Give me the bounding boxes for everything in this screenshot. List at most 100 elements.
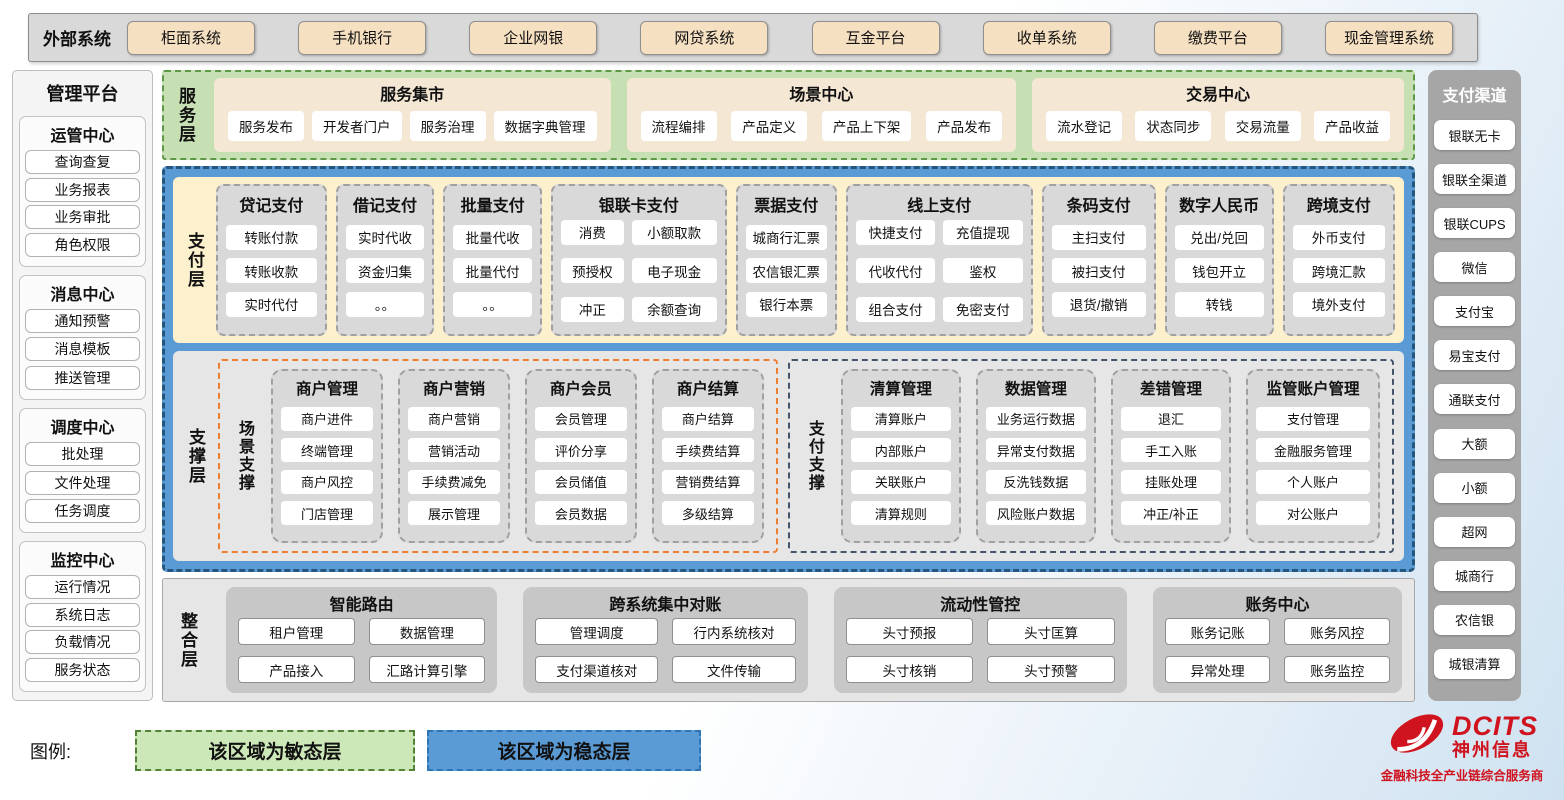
payment-channel-button[interactable]: 小额 [1434, 472, 1515, 503]
pay-item-button[interactable]: 农信银汇票 [745, 258, 827, 284]
service-item-button[interactable]: 产品定义 [731, 110, 808, 141]
pay-item-button[interactable]: 实时代收 [345, 224, 425, 250]
service-item-button[interactable]: 流水登记 [1046, 110, 1123, 141]
integration-item-button[interactable]: 账务监控 [1284, 656, 1391, 683]
management-item-button[interactable]: 业务报表 [25, 177, 140, 202]
support-item-button[interactable]: 商户风控 [281, 469, 373, 494]
support-item-button[interactable]: 终端管理 [281, 438, 373, 463]
management-item-button[interactable]: 运行情况 [25, 574, 140, 599]
support-item-button[interactable]: 评价分享 [534, 438, 627, 463]
management-item-button[interactable]: 消息模板 [25, 337, 140, 362]
support-item-button[interactable]: 手工入账 [1120, 438, 1221, 463]
external-system-button[interactable]: 柜面系统 [127, 20, 255, 55]
support-item-button[interactable]: 展示管理 [407, 501, 500, 526]
support-item-button[interactable]: 业务运行数据 [985, 406, 1086, 431]
support-item-button[interactable]: 会员储值 [534, 469, 627, 494]
support-item-button[interactable]: 会员管理 [534, 406, 627, 431]
pay-item-button[interactable]: 钱包开立 [1174, 258, 1264, 284]
integration-item-button[interactable]: 头寸匡算 [987, 618, 1115, 645]
pay-item-button[interactable]: 转钱 [1174, 291, 1264, 317]
management-item-button[interactable]: 推送管理 [25, 365, 140, 390]
service-item-button[interactable]: 状态同步 [1135, 110, 1212, 141]
external-system-button[interactable]: 收单系统 [982, 20, 1111, 55]
support-item-button[interactable]: 清算账户 [850, 406, 951, 431]
payment-channel-button[interactable]: 银联全渠道 [1434, 164, 1515, 195]
support-item-button[interactable]: 金融服务管理 [1255, 438, 1370, 463]
pay-item-button[interactable]: 资金归集 [345, 258, 425, 284]
support-item-button[interactable]: 手续费减免 [407, 469, 500, 494]
integration-item-button[interactable]: 账务记账 [1164, 618, 1271, 645]
pay-item-button[interactable]: 退货/撤销 [1051, 291, 1146, 317]
integration-item-button[interactable]: 产品接入 [238, 656, 355, 683]
pay-item-button[interactable]: 电子现金 [631, 258, 717, 284]
integration-item-button[interactable]: 头寸预报 [845, 618, 974, 645]
service-item-button[interactable]: 产品收益 [1313, 110, 1390, 141]
pay-item-button[interactable]: 小额取款 [631, 219, 717, 245]
pay-item-button[interactable]: 被扫支付 [1051, 258, 1146, 284]
integration-item-button[interactable]: 头寸预警 [987, 656, 1115, 683]
integration-item-button[interactable]: 账务风控 [1284, 618, 1391, 645]
service-item-button[interactable]: 流程编排 [640, 110, 717, 141]
management-item-button[interactable]: 系统日志 [25, 602, 140, 627]
service-item-button[interactable]: 产品上下架 [821, 110, 912, 141]
pay-item-button[interactable]: 免密支付 [943, 296, 1023, 322]
external-system-button[interactable]: 现金管理系统 [1324, 20, 1453, 55]
integration-item-button[interactable]: 数据管理 [368, 618, 486, 645]
payment-channel-button[interactable]: 易宝支付 [1434, 340, 1515, 371]
support-item-button[interactable]: 退汇 [1120, 406, 1221, 431]
pay-item-button[interactable]: 外币支付 [1292, 224, 1385, 250]
management-item-button[interactable]: 业务审批 [25, 205, 140, 230]
support-item-button[interactable]: 挂账处理 [1120, 469, 1221, 494]
external-system-button[interactable]: 企业网银 [469, 20, 598, 55]
payment-channel-button[interactable]: 农信银 [1434, 604, 1515, 635]
service-item-button[interactable]: 产品发布 [926, 110, 1003, 141]
payment-channel-button[interactable]: 大额 [1434, 428, 1515, 459]
support-item-button[interactable]: 关联账户 [850, 469, 951, 494]
service-item-button[interactable]: 数据字典管理 [493, 110, 597, 141]
support-item-button[interactable]: 支付管理 [1255, 406, 1370, 431]
pay-item-button[interactable]: 。。 [453, 291, 532, 317]
payment-channel-button[interactable]: 城商行 [1434, 560, 1515, 591]
support-item-button[interactable]: 反洗钱数据 [985, 469, 1086, 494]
pay-item-button[interactable]: 。。 [345, 291, 425, 317]
external-system-button[interactable]: 互金平台 [811, 20, 940, 55]
management-item-button[interactable]: 负载情况 [25, 630, 140, 655]
management-item-button[interactable]: 服务状态 [25, 658, 140, 683]
payment-channel-button[interactable]: 银联CUPS [1434, 208, 1515, 239]
pay-item-button[interactable]: 鉴权 [943, 258, 1023, 284]
management-item-button[interactable]: 角色权限 [25, 233, 140, 258]
payment-channel-button[interactable]: 超网 [1434, 516, 1515, 547]
support-item-button[interactable]: 营销费结算 [661, 469, 754, 494]
support-item-button[interactable]: 营销活动 [407, 438, 500, 463]
support-item-button[interactable]: 冲正/补正 [1120, 501, 1221, 526]
pay-item-button[interactable]: 境外支付 [1292, 291, 1385, 317]
external-system-button[interactable]: 手机银行 [298, 20, 427, 55]
integration-item-button[interactable]: 异常处理 [1164, 656, 1271, 683]
pay-item-button[interactable]: 批量代收 [453, 224, 532, 250]
support-item-button[interactable]: 异常支付数据 [985, 438, 1086, 463]
pay-item-button[interactable]: 主扫支付 [1051, 224, 1146, 250]
external-system-button[interactable]: 缴费平台 [1153, 20, 1282, 55]
integration-item-button[interactable]: 支付渠道核对 [535, 656, 659, 683]
service-item-button[interactable]: 开发者门户 [312, 110, 402, 141]
payment-channel-button[interactable]: 城银清算 [1434, 648, 1515, 679]
support-item-button[interactable]: 商户进件 [281, 406, 373, 431]
support-item-button[interactable]: 会员数据 [534, 501, 627, 526]
pay-item-button[interactable]: 余额查询 [631, 296, 717, 322]
support-item-button[interactable]: 商户营销 [407, 406, 500, 431]
pay-item-button[interactable]: 银行本票 [745, 291, 827, 317]
payment-channel-button[interactable]: 微信 [1434, 252, 1515, 283]
payment-channel-button[interactable]: 支付宝 [1434, 296, 1515, 327]
pay-item-button[interactable]: 转账付款 [226, 224, 317, 250]
support-item-button[interactable]: 门店管理 [281, 501, 373, 526]
integration-item-button[interactable]: 租户管理 [238, 618, 355, 645]
integration-item-button[interactable]: 汇路计算引擎 [368, 656, 486, 683]
service-item-button[interactable]: 服务发布 [228, 110, 304, 141]
pay-item-button[interactable]: 预授权 [560, 258, 624, 284]
pay-item-button[interactable]: 冲正 [560, 296, 624, 322]
management-item-button[interactable]: 批处理 [25, 442, 140, 467]
pay-item-button[interactable]: 兑出/兑回 [1174, 224, 1264, 250]
integration-item-button[interactable]: 行内系统核对 [672, 618, 796, 645]
support-item-button[interactable]: 手续费结算 [661, 438, 754, 463]
support-item-button[interactable]: 个人账户 [1255, 469, 1370, 494]
